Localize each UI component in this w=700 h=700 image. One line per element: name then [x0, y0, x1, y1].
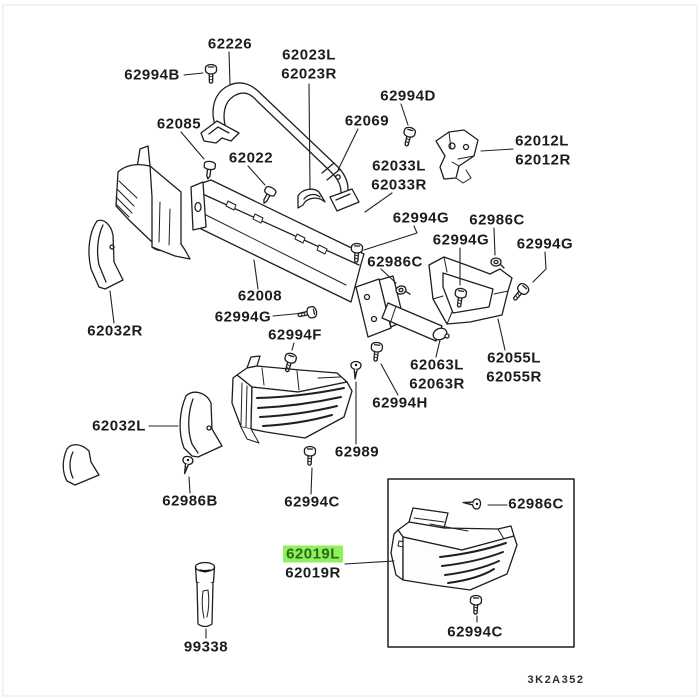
part-label-62008-17: 62008	[237, 287, 283, 305]
part-label-62994h-25: 62994H	[372, 394, 428, 412]
drawing-number: 3K2A352	[527, 674, 585, 686]
part-label-62994f-19: 62994F	[268, 326, 322, 344]
part-label-62063r-22: 62063R	[409, 375, 465, 393]
part-label-62994b-1: 62994B	[124, 66, 180, 84]
part-label-62055l-23: 62055L	[487, 349, 541, 367]
inset-box	[387, 478, 575, 648]
part-label-62023r-3: 62023R	[281, 65, 337, 83]
part-label-62994c-33: 62994C	[447, 623, 503, 641]
part-label-62012r-8: 62012R	[515, 151, 571, 169]
part-label-62994g-12: 62994G	[392, 209, 450, 227]
part-label-62022-9: 62022	[228, 149, 274, 167]
part-label-62012l-7: 62012L	[515, 132, 569, 150]
leader-lines	[109, 51, 547, 639]
sheet-border	[2, 4, 698, 697]
part-label-62226-0: 62226	[207, 35, 253, 53]
part-label-62033l-10: 62033L	[372, 157, 426, 175]
part-label-62023l-2: 62023L	[282, 46, 336, 64]
corner-piece-62019	[390, 507, 518, 591]
part-label-62063l-21: 62063L	[410, 356, 464, 374]
part-label-62085-5: 62085	[156, 115, 202, 133]
part-label-62019r-31: 62019R	[285, 564, 341, 582]
part-label-62994c-29: 62994C	[284, 493, 340, 511]
part-label-62019l-30: 62019L	[283, 545, 343, 563]
part-label-62033r-11: 62033R	[371, 176, 427, 194]
end-cap-62032R	[88, 219, 124, 290]
bracket-62012	[435, 129, 479, 184]
sealant-tube-99338	[194, 561, 216, 628]
shock-absorber-62063	[355, 275, 450, 342]
bumper-beam-62008	[190, 179, 365, 303]
part-label-62032l-26: 62032L	[92, 417, 146, 435]
part-label-62994g-18: 62994G	[214, 308, 272, 326]
bracket-frame-62055	[428, 256, 513, 325]
part-label-62989-27: 62989	[334, 443, 380, 461]
part-label-62032r-20: 62032R	[87, 322, 143, 340]
part-label-99338-34: 99338	[183, 638, 229, 656]
corner-piece-center	[231, 355, 353, 444]
corner-piece-top-left	[115, 145, 191, 260]
end-cap-62032L	[62, 391, 223, 486]
part-label-62994g-15: 62994G	[516, 235, 574, 253]
part-label-62986b-28: 62986B	[162, 492, 218, 510]
part-label-62986c-16: 62986C	[367, 253, 423, 271]
part-label-62994d-4: 62994D	[380, 87, 436, 105]
part-label-62055r-24: 62055R	[486, 368, 542, 386]
part-label-62986c-32: 62986C	[508, 495, 564, 513]
part-label-62994g-14: 62994G	[432, 231, 490, 249]
guard-bar-tube	[200, 82, 360, 212]
part-label-62069-6: 62069	[344, 112, 390, 130]
part-label-62986c-13: 62986C	[469, 211, 525, 229]
